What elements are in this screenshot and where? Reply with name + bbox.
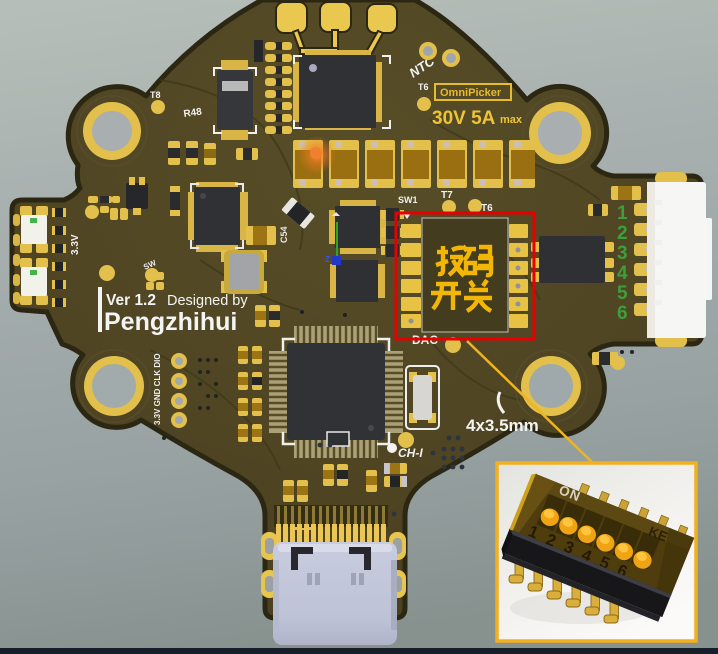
svg-text:T6: T6 [418,82,429,92]
svg-text:T6: T6 [481,203,493,214]
svg-text:Designed by: Designed by [167,293,248,309]
svg-text:OmniPicker: OmniPicker [440,87,502,99]
svg-text:6: 6 [617,303,628,324]
svg-text:30V 5A: 30V 5A [432,108,496,129]
svg-text:T8: T8 [150,90,161,100]
svg-text:4: 4 [617,263,628,284]
svg-text:KE: KE [647,524,670,545]
svg-text:3.3V GND CLK DIO: 3.3V GND CLK DIO [153,353,162,425]
svg-text:2: 2 [617,223,628,244]
svg-text:C54: C54 [279,226,289,243]
svg-text:max: max [500,114,523,126]
svg-text:T7: T7 [441,190,453,201]
svg-text:3: 3 [617,243,628,264]
svg-text:4x3.5mm: 4x3.5mm [466,416,539,435]
svg-text:3.3V: 3.3V [70,234,81,255]
svg-text:CH-I: CH-I [398,446,423,460]
svg-text:1: 1 [617,203,628,224]
svg-text:Ver 1.2: Ver 1.2 [106,292,156,309]
svg-text:Z: Z [325,255,330,264]
svg-text:Pengzhihui: Pengzhihui [104,308,237,336]
svg-text:SW1: SW1 [398,195,418,205]
svg-text:R48: R48 [183,106,203,120]
svg-text:5: 5 [617,283,628,304]
